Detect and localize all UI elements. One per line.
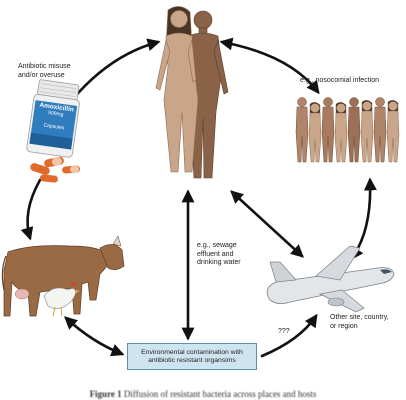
pill-bottle-label-text: Amoxicillin 500mg Capsules [35, 102, 75, 137]
crowd-person [321, 97, 335, 163]
airplane-illustration [266, 245, 395, 313]
environment-line-2: antibiotic resistant organsims [148, 356, 236, 364]
crowd-person [373, 97, 387, 163]
arrow-hospital-plane [350, 177, 377, 261]
crowd-person [386, 100, 400, 163]
label-misuse-line-2: and/or overuse [18, 71, 65, 79]
cow-illustration [1, 235, 125, 317]
hospital-crowd-illustration [295, 97, 400, 163]
crowd-person [347, 97, 361, 163]
humans-illustration [155, 6, 229, 179]
label-other-site: Other site, country, or region [330, 314, 400, 331]
label-sewage-line-2: effluent and [197, 250, 234, 258]
pill-bottle-illustration [26, 79, 81, 183]
label-other-line-2: or region [330, 322, 358, 330]
crowd-person [360, 100, 374, 163]
pills [30, 156, 81, 183]
label-sewage-line-3: drinking water [197, 259, 241, 266]
arrow-bottle-to-humans [70, 38, 161, 102]
label-misuse-line-1: Antibiotic misuse [18, 63, 71, 70]
label-other-line-1: Other site, country, [330, 314, 389, 321]
crowd-person [295, 97, 309, 163]
figure-caption: Figure 1 Diffusion of resistant bacteria… [0, 389, 406, 399]
caption-text: Diffusion of resistant bacteria across p… [123, 389, 317, 399]
crowd-person [334, 102, 348, 163]
crowd-person [308, 102, 322, 163]
woman-figure [155, 6, 199, 173]
chicken-illustration [43, 282, 80, 317]
label-nosocomial-infection: e.g., nosocomial infection [300, 77, 379, 84]
arrow-environment-plane [260, 313, 318, 358]
label-sewage-line-1: e.g., sewage [197, 242, 237, 249]
environmental-contamination-box: Environmental contamination with antibio… [127, 343, 257, 370]
arrow-humans-plane [230, 190, 304, 258]
label-antibiotic-misuse: Antibiotic misuse and/or overuse [18, 63, 108, 80]
label-sewage-water: e.g., sewage effluent and drinking water [197, 242, 267, 268]
caption-prefix: Figure 1 [89, 389, 122, 399]
arrow-humans-hospital [219, 37, 320, 95]
environment-line-1: Environmental contamination with [141, 348, 243, 356]
label-unknown-pathway: ??? [278, 328, 290, 335]
cycle-arrows [20, 37, 377, 358]
arrow-cow-environment [64, 316, 125, 357]
pill-form: Capsules [43, 122, 65, 132]
arrow-bottle-to-cow [20, 178, 42, 241]
